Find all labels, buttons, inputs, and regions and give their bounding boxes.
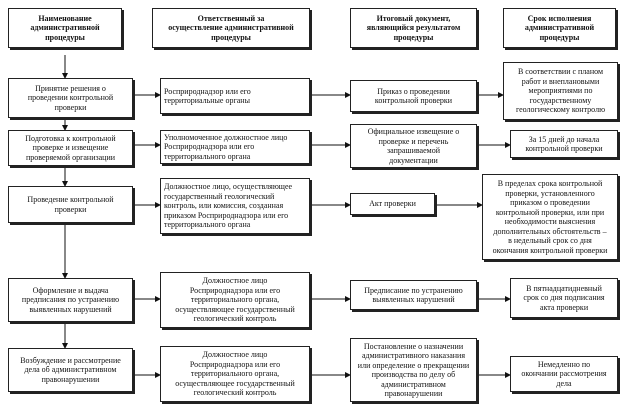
- procedure-text-1: Принятие решения о проведении контрольно…: [27, 83, 114, 112]
- responsible-text-5: Должностное лицо Росприроднадзора или ег…: [175, 350, 295, 398]
- document-text-2: Официальное извещение о проверке и переч…: [367, 127, 460, 165]
- responsible-text-2: Уполномоченное должностное лицо Росприро…: [164, 132, 288, 161]
- responsible-text-1: Росприроднадзор или его территориальные …: [164, 86, 251, 106]
- deadline-box-2: За 15 дней до начала контрольной проверк…: [510, 130, 618, 158]
- header-final-document: Итоговый документ, являющийся результато…: [350, 8, 477, 48]
- document-text-3: Акт проверки: [369, 199, 416, 209]
- responsible-box-2: Уполномоченное должностное лицо Росприро…: [160, 130, 310, 164]
- header-procedure-name-text: Наименование административной процедуры: [30, 13, 100, 42]
- document-box-3: Акт проверки: [350, 193, 435, 215]
- procedure-box-4: Оформление и выдача предписания по устра…: [8, 278, 133, 322]
- deadline-text-5: Немедленно по окончании рассмотрения дел…: [521, 359, 607, 388]
- header-responsible-text: Ответственный за осуществление администр…: [168, 13, 294, 42]
- responsible-box-1: Росприроднадзор или его территориальные …: [160, 78, 310, 114]
- procedure-box-5: Возбуждение и рассмотрение дела об админ…: [8, 348, 133, 392]
- document-text-4: Предписание по устранению выявленных нар…: [364, 285, 463, 305]
- document-box-5: Постановление о назначении административ…: [350, 338, 477, 402]
- document-box-4: Предписание по устранению выявленных нар…: [350, 280, 477, 310]
- procedure-text-3: Проведение контрольной проверки: [27, 195, 114, 214]
- responsible-box-3: Должностное лицо, осуществляющее государ…: [160, 178, 310, 234]
- header-deadline: Срок исполнения административной процеду…: [503, 8, 616, 48]
- deadline-box-3: В пределах срока контрольной проверки, у…: [482, 174, 618, 260]
- deadline-text-3: В пределах срока контрольной проверки, у…: [492, 179, 608, 255]
- procedure-box-1: Принятие решения о проведении контрольно…: [8, 78, 133, 118]
- deadline-text-2: За 15 дней до начала контрольной проверк…: [525, 134, 603, 154]
- responsible-box-4: Должностное лицо Росприроднадзора или ег…: [160, 272, 310, 328]
- procedure-box-2: Подготовка к контрольной проверке и изве…: [8, 130, 133, 166]
- document-box-2: Официальное извещение о проверке и переч…: [350, 124, 477, 168]
- procedure-text-2: Подготовка к контрольной проверке и изве…: [25, 133, 116, 162]
- deadline-box-4: В пятнадцатидневный срок со дня подписан…: [510, 278, 618, 318]
- procedure-text-5: Возбуждение и рассмотрение дела об админ…: [20, 355, 121, 384]
- responsible-box-5: Должностное лицо Росприроднадзора или ег…: [160, 346, 310, 402]
- header-final-document-text: Итоговый документ, являющийся результато…: [366, 13, 461, 42]
- responsible-text-3: Должностное лицо, осуществляющее государ…: [164, 182, 293, 230]
- header-deadline-text: Срок исполнения административной процеду…: [524, 13, 595, 42]
- procedure-box-3: Проведение контрольной проверки: [8, 186, 133, 223]
- deadline-text-1: В соответствии с планом работ и внеплано…: [515, 67, 606, 115]
- document-box-1: Приказ о проведении контрольной проверки: [350, 80, 477, 112]
- header-procedure-name: Наименование административной процедуры: [8, 8, 122, 48]
- responsible-text-4: Должностное лицо Росприроднадзора или ег…: [175, 276, 295, 324]
- deadline-box-1: В соответствии с планом работ и внеплано…: [503, 62, 618, 120]
- procedure-text-4: Оформление и выдача предписания по устра…: [21, 285, 120, 314]
- document-text-1: Приказ о проведении контрольной проверки: [374, 86, 453, 106]
- document-text-5: Постановление о назначении административ…: [357, 341, 470, 399]
- header-responsible: Ответственный за осуществление администр…: [152, 8, 310, 48]
- deadline-text-4: В пятнадцатидневный срок со дня подписан…: [523, 283, 605, 312]
- deadline-box-5: Немедленно по окончании рассмотрения дел…: [510, 356, 618, 392]
